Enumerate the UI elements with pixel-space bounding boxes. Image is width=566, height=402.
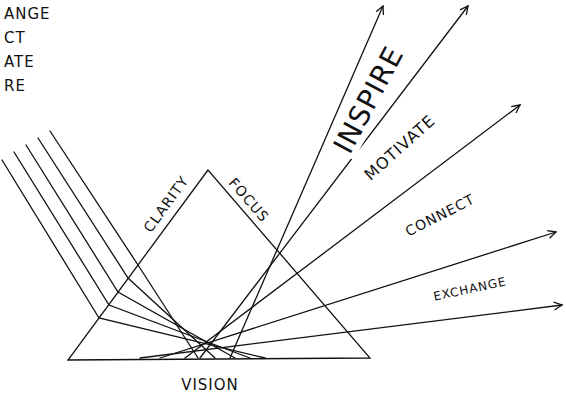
side-label: FOCUS (224, 173, 273, 227)
ray-label: EXCHANGE (430, 274, 510, 304)
side-label: CLARITY (139, 171, 193, 237)
cut-off-word: CT (2, 30, 28, 47)
ray-label: CONNECT (401, 190, 479, 241)
outgoing-rays (140, 6, 562, 358)
cut-off-word: RE (2, 78, 28, 95)
prism-triangle (68, 170, 370, 360)
base-label: VISION (179, 377, 241, 394)
cut-off-word: ATE (2, 54, 37, 71)
cut-off-word: ANGE (2, 6, 53, 23)
